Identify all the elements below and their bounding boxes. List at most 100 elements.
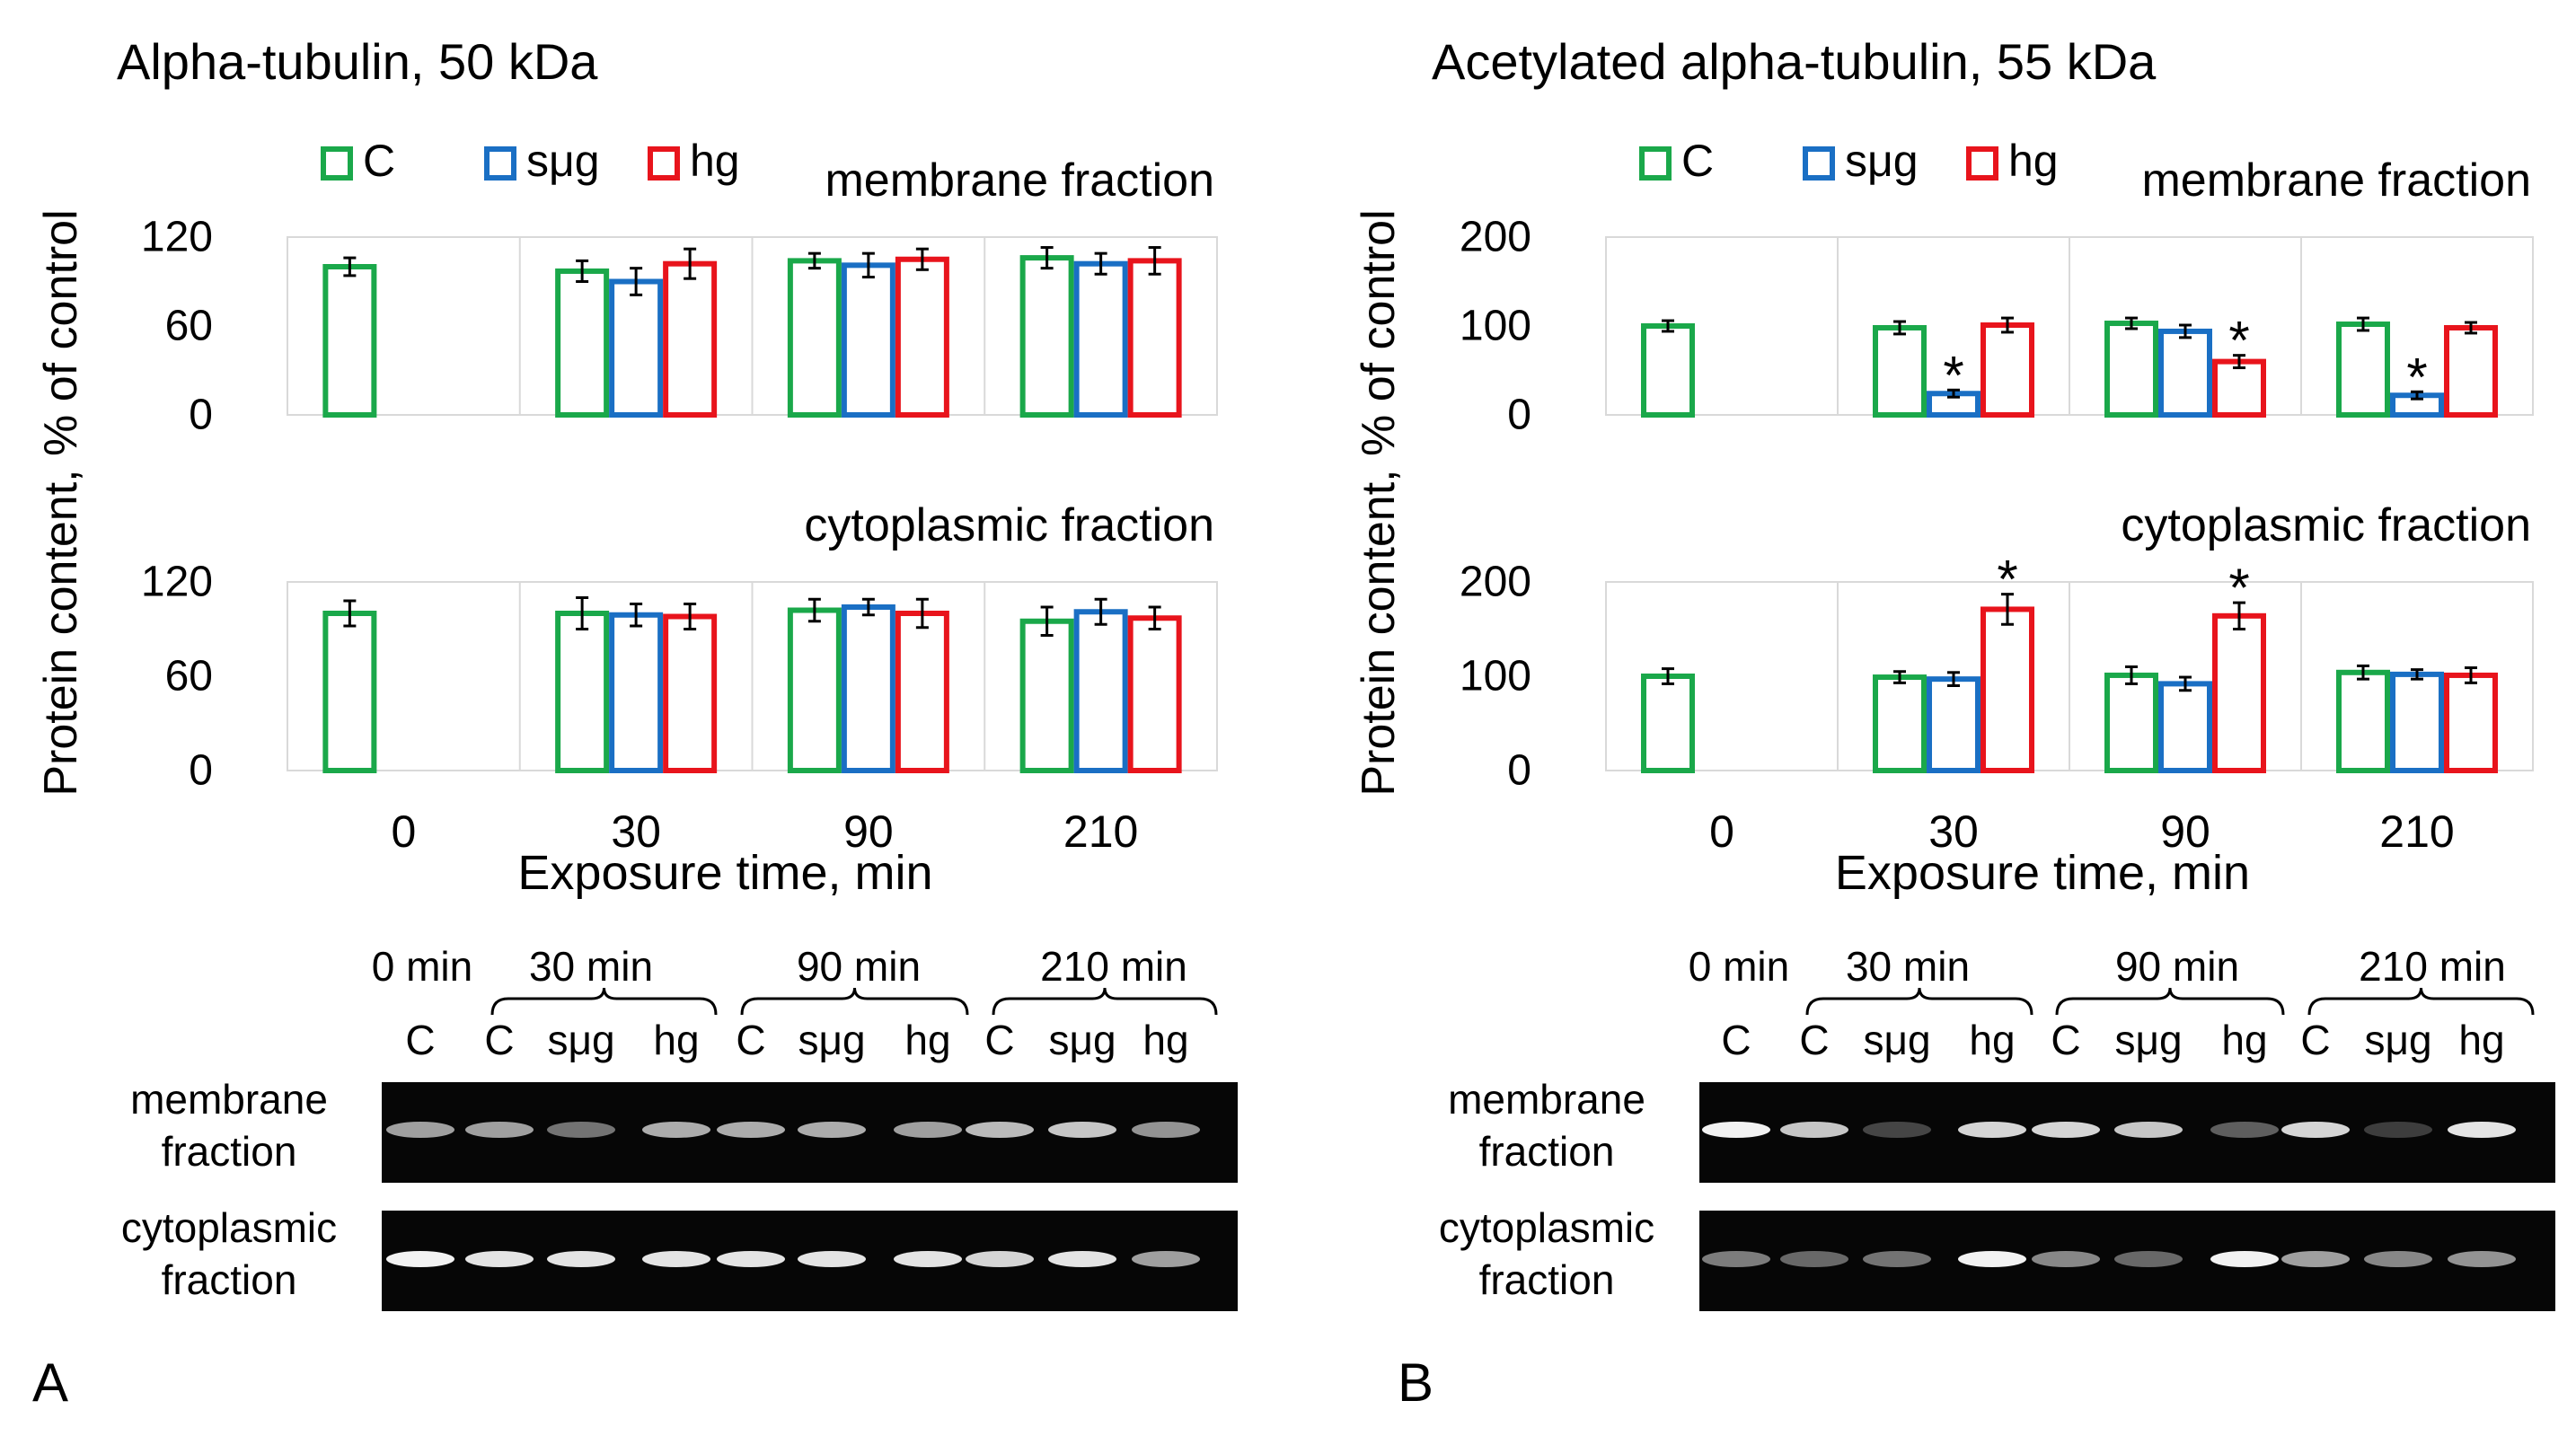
y-tick-label: 0 xyxy=(1507,747,1531,795)
blot-lane-label: sμg xyxy=(2364,1017,2431,1063)
blot-band xyxy=(894,1122,962,1138)
significance-mark: * xyxy=(2228,558,2249,618)
subplot-label: cytoplasmic fraction xyxy=(2121,499,2531,551)
bar-sug-90 xyxy=(841,604,895,773)
blot-band xyxy=(2114,1251,2183,1267)
significance-mark: * xyxy=(2406,347,2427,407)
bar-hg-30 xyxy=(1981,322,2034,418)
blot-time-label: 210 min xyxy=(1040,943,1187,990)
blot-band xyxy=(547,1251,615,1267)
bar-hg-210 xyxy=(1127,615,1182,773)
blot-brace xyxy=(490,987,718,1016)
y-tick-label: 0 xyxy=(189,747,213,795)
bar-hg-210 xyxy=(1127,258,1182,418)
blot-row-label: fraction xyxy=(162,1256,297,1303)
y-tick-label: 60 xyxy=(165,303,213,350)
blot-row-label: membrane xyxy=(1448,1076,1645,1123)
blot-row-label: fraction xyxy=(1479,1128,1615,1175)
bar-C-210 xyxy=(2336,322,2390,418)
blot-band xyxy=(1863,1122,1931,1138)
blot-band xyxy=(2032,1251,2100,1267)
significance-mark: * xyxy=(1997,550,2017,610)
legend-label-3: hg xyxy=(690,136,740,186)
bar-C-0 xyxy=(322,611,377,773)
blot-lane-label: hg xyxy=(2221,1017,2267,1063)
bar-C-30 xyxy=(555,611,610,773)
blot-band xyxy=(1132,1251,1200,1267)
y-axis-label: Protein content, % of control xyxy=(35,209,87,796)
blot-band xyxy=(386,1251,454,1267)
x-axis-label: Exposure time, min xyxy=(517,846,932,900)
blot-lane-label: sμg xyxy=(2114,1017,2182,1063)
blot-band xyxy=(966,1251,1034,1267)
bar-C-210 xyxy=(2336,669,2390,773)
legend-swatch-2 xyxy=(484,146,516,181)
legend-label-2: sμg xyxy=(1845,136,1919,186)
y-axis-label: Protein content, % of control xyxy=(1353,209,1405,796)
blot-lane-label: sμg xyxy=(1048,1017,1116,1063)
legend-label-3: hg xyxy=(2008,136,2059,186)
bar-hg-90 xyxy=(895,256,949,418)
bar-sug-30 xyxy=(609,612,664,773)
blot-band xyxy=(1048,1251,1116,1267)
bar-C-210 xyxy=(1019,618,1074,773)
y-tick-label: 0 xyxy=(1507,392,1531,439)
blot-band xyxy=(798,1122,866,1138)
y-tick-label: 200 xyxy=(1460,214,1531,261)
legend-label-1: C xyxy=(363,136,395,186)
blot-row-label: cytoplasmic xyxy=(121,1204,337,1251)
blot-lane-label: hg xyxy=(904,1017,950,1063)
y-tick-label: 100 xyxy=(1460,653,1531,700)
blot-lane-label: C xyxy=(1799,1017,1829,1063)
legend-swatch-1 xyxy=(321,146,353,181)
blot-time-label: 0 min xyxy=(1689,943,1789,990)
bar-sug-210 xyxy=(1073,609,1128,773)
legend-swatch-1 xyxy=(1639,146,1672,181)
bar-hg-210 xyxy=(2444,672,2498,774)
blot-lane-label: hg xyxy=(1142,1017,1188,1063)
blot-lane-label: C xyxy=(484,1017,514,1063)
bar-C-30 xyxy=(1873,324,1927,418)
x-tick-label: 210 xyxy=(1063,806,1138,857)
blot-band xyxy=(2281,1122,2350,1138)
subplot-label: membrane fraction xyxy=(825,154,1214,207)
blot-band xyxy=(2448,1122,2516,1138)
bar-C-90 xyxy=(2104,672,2158,774)
blot-band xyxy=(717,1122,785,1138)
bar-hg-30 xyxy=(663,613,718,773)
blot-lane-label: C xyxy=(1721,1017,1751,1063)
blot-lane-label: sμg xyxy=(1863,1017,1930,1063)
bar-sug-210 xyxy=(1073,260,1128,418)
y-tick-label: 200 xyxy=(1460,559,1531,606)
significance-mark: * xyxy=(2228,311,2249,371)
chart-title: Alpha-tubulin, 50 kDa xyxy=(117,33,598,90)
blot-lane-label: C xyxy=(2300,1017,2330,1063)
bar-sug-90 xyxy=(2158,681,2212,774)
blot-band xyxy=(1780,1251,1848,1267)
blot-band xyxy=(1780,1122,1848,1138)
blot-band xyxy=(1958,1122,2026,1138)
panel-letter: A xyxy=(32,1352,68,1413)
subplot-label: membrane fraction xyxy=(2141,154,2531,207)
bar-C-90 xyxy=(787,607,842,773)
blot-lane-label: hg xyxy=(2458,1017,2504,1063)
blot-band xyxy=(1863,1251,1931,1267)
bar-C-30 xyxy=(555,268,610,418)
x-axis-label: Exposure time, min xyxy=(1835,846,2250,900)
bar-C-0 xyxy=(1641,323,1695,418)
bar-sug-30 xyxy=(609,278,664,418)
blot-band xyxy=(2114,1122,2183,1138)
legend-swatch-3 xyxy=(648,146,680,181)
blot-lane-label: sμg xyxy=(547,1017,614,1063)
legend-label-1: C xyxy=(1681,136,1714,186)
bar-hg-30 xyxy=(663,260,718,418)
blot-band xyxy=(717,1251,785,1267)
bar-hg-210 xyxy=(2444,324,2498,418)
blot-time-label: 30 min xyxy=(1846,943,1970,990)
significance-mark: * xyxy=(1943,345,1963,405)
blot-band xyxy=(2210,1251,2279,1267)
x-tick-label: 210 xyxy=(2379,806,2454,857)
blot-band xyxy=(2281,1251,2350,1267)
subplot-label: cytoplasmic fraction xyxy=(804,499,1214,551)
blot-band xyxy=(798,1251,866,1267)
